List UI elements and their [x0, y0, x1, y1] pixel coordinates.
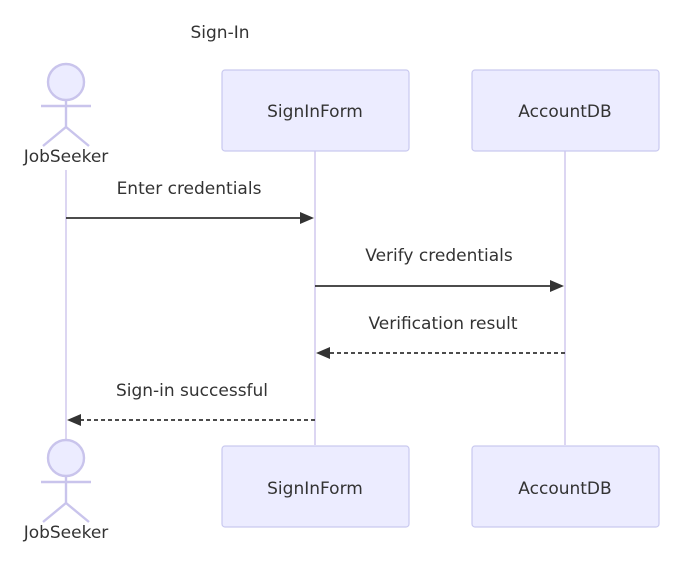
message-verify-credentials: Verify credentials	[315, 246, 564, 292]
participant-label-signinform-bottom: SignInForm	[267, 479, 363, 499]
message-label: Enter credentials	[117, 179, 262, 199]
arrowhead-right-icon	[300, 212, 314, 224]
arrowhead-left-icon	[316, 347, 330, 359]
arrowhead-left-icon	[67, 414, 81, 426]
actor-jobseeker-bottom: JobSeeker	[23, 438, 109, 543]
participant-label-accountdb-top: AccountDB	[518, 102, 611, 122]
participant-label-signinform-top: SignInForm	[267, 102, 363, 122]
participant-signinform-top: SignInForm	[221, 69, 410, 152]
actor-label-jobseeker-bottom: JobSeeker	[23, 523, 109, 543]
message-sign-in-successful: Sign-in successful	[67, 381, 315, 426]
message-label: Sign-in successful	[116, 381, 268, 401]
arrowhead-right-icon	[550, 280, 564, 292]
actor-label-jobseeker-top: JobSeeker	[23, 147, 109, 167]
actor-jobseeker-top: JobSeeker	[23, 62, 109, 167]
participant-accountdb-top: AccountDB	[471, 69, 660, 152]
participant-signinform-bottom: SignInForm	[221, 445, 410, 528]
diagram-title: Sign-In	[190, 23, 249, 43]
stick-figure-icon	[41, 438, 91, 523]
message-enter-credentials: Enter credentials	[66, 179, 314, 224]
stick-figure-icon	[41, 62, 91, 147]
message-label: Verify credentials	[365, 246, 513, 266]
participant-accountdb-bottom: AccountDB	[471, 445, 660, 528]
message-label: Verification result	[368, 314, 517, 334]
participant-label-accountdb-bottom: AccountDB	[518, 479, 611, 499]
message-verification-result: Verification result	[316, 314, 565, 359]
